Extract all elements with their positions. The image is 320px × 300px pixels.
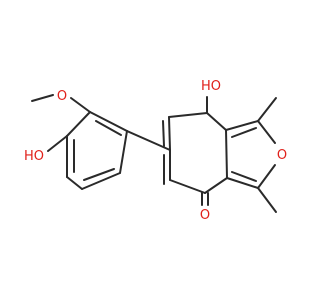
tropolone-hydroxyl-label: HO [201, 79, 221, 94]
bond [169, 179, 206, 194]
bond [257, 164, 276, 189]
bond [119, 130, 128, 174]
bond [225, 120, 259, 131]
bond [225, 129, 228, 179]
atom-labels: O HO HO O O [24, 79, 287, 223]
bond [81, 172, 121, 190]
bond [257, 97, 277, 122]
phenol-hydroxyl-label: HO [24, 149, 44, 164]
furan-oxygen-label: O [277, 148, 287, 163]
bond [66, 176, 83, 190]
ketone-oxygen-label: O [200, 208, 210, 223]
bond [204, 177, 228, 194]
bond [257, 187, 277, 213]
bond [89, 111, 128, 132]
bond [257, 120, 276, 144]
bond [226, 177, 259, 189]
bonds [31, 94, 277, 213]
bond [231, 171, 257, 182]
bond [31, 94, 54, 102]
bond [206, 112, 227, 131]
bond [168, 112, 208, 118]
bond [126, 130, 171, 151]
bond [231, 127, 257, 138]
bond [70, 97, 91, 113]
chemical-structure: O HO HO O O [24, 79, 287, 223]
bond [66, 111, 91, 137]
bond [168, 116, 171, 151]
bond [162, 120, 165, 147]
bond [47, 135, 68, 152]
bond [83, 168, 115, 181]
methoxy-oxygen-label: O [57, 89, 67, 104]
bond [95, 120, 122, 136]
